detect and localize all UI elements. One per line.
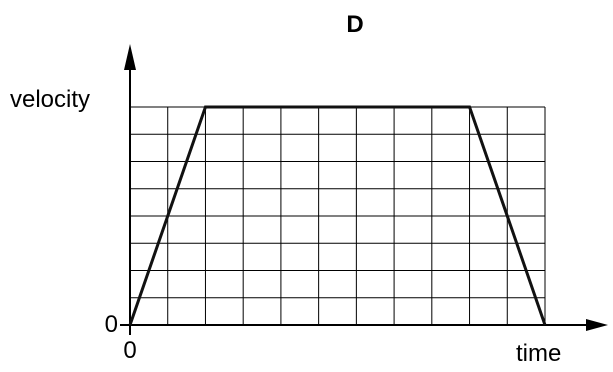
series-line-0 (128, 105, 547, 326)
x-axis-arrow (586, 319, 608, 331)
x-tick-label-0: 0 (123, 337, 136, 364)
series-layer (128, 105, 547, 326)
y-axis-arrow (124, 44, 136, 70)
chart-title: D (346, 11, 363, 38)
axes (120, 44, 608, 335)
grid (130, 106, 546, 325)
y-tick-label-0: 0 (105, 311, 118, 338)
x-axis-label: time (516, 340, 561, 367)
y-axis-label: velocity (10, 86, 90, 113)
